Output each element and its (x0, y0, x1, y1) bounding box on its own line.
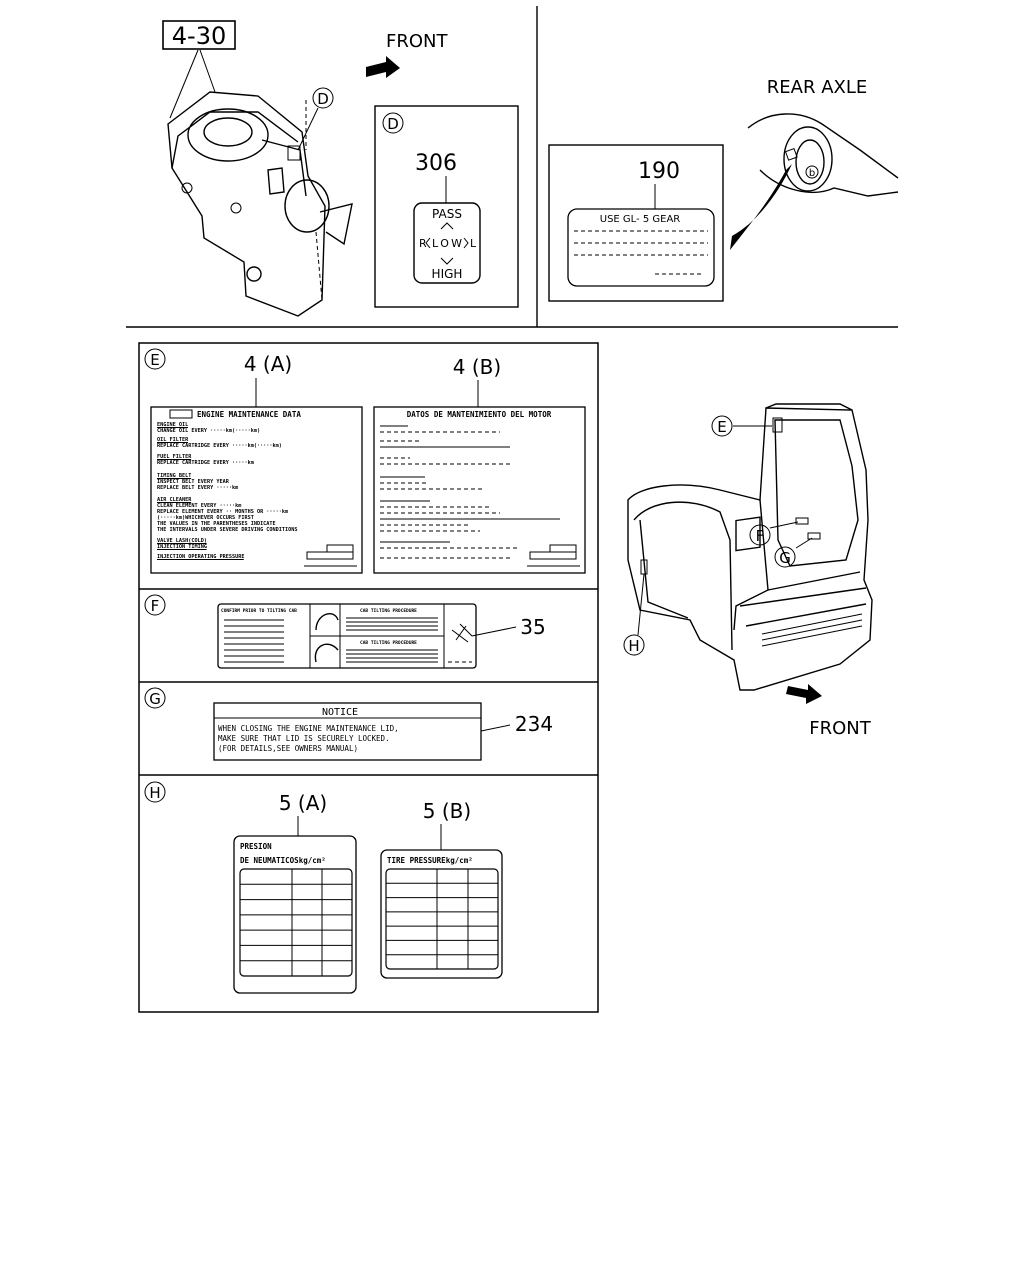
cab-tilt-heading-left: CONFIRM PRIOR TO TILTING CAB (221, 608, 297, 614)
section-f: F CONFIRM PRIOR TO TILTING CAB CAB TILTI… (144, 594, 546, 669)
cab-callout-h: H (628, 637, 639, 655)
label-4b-title: DATOS DE MANTENIMIENTO DEL MOTOR (407, 410, 552, 419)
label-4a-line: REPLACE ELEMENT EVERY ·· MONTHS OR ·····… (157, 509, 288, 515)
label-4a-line: VALVE LASH(COLD) (157, 538, 207, 544)
shift-pattern-label (413, 202, 481, 284)
section-e-letter: E (150, 351, 159, 369)
label-4a-line: FUEL FILTER (157, 454, 192, 460)
rear-axle-label: REAR AXLE (767, 77, 867, 98)
ref-4a: 4 (A) (244, 352, 292, 376)
part-number-306: 306 (415, 151, 457, 176)
callout-d-letter: D (317, 90, 329, 108)
presion-title-1: PRESION (240, 842, 272, 851)
ref-5a: 5 (A) (279, 791, 327, 815)
label-4a-line: REPLACE CARTRIDGE EVERY ·····km (157, 460, 254, 466)
label-4a-line: INSPECT BELT EVERY YEAR (157, 479, 230, 485)
label-4a-line: THE VALUES IN THE PARENTHESES INDICATE (157, 521, 276, 527)
section-h: H 5 (A) 5 (B) PRESION DE NEUMATICOSkg/cm… (144, 781, 503, 994)
l-text: L (470, 237, 477, 250)
label-sections-frame (138, 342, 599, 1013)
label-4a-line: CLEAN ELEMENT EVERY ·····km (157, 503, 241, 509)
label-4a-line: AIR CLEANER (157, 497, 192, 503)
r-text: R (419, 237, 427, 250)
label-4a-line: (·····km)WHICHEVER OCCURS FIRST (157, 515, 254, 521)
section-e: E 4 (A) 4 (B) ENGINE MAINTENANCE DATA EN… (144, 348, 586, 574)
cab-tilt-label (217, 603, 477, 669)
label-4a-line: INJECTION OPERATING PRESSURE (157, 554, 244, 560)
engine-maintenance-label (150, 406, 363, 574)
front-label-top: FRONT (386, 31, 448, 52)
cab-callout-g: G (779, 549, 791, 567)
ref-4b: 4 (B) (453, 355, 501, 379)
label-4a-line: TIMING BELT (157, 473, 191, 479)
cab-tilt-heading-2: CAB TILTING PROCEDURE (360, 640, 417, 646)
tire-pressure-title: TIRE PRESSUREkg/cm² (387, 856, 473, 865)
notice-label (213, 702, 482, 761)
detail-d-letter: D (387, 115, 399, 133)
notice-title: NOTICE (322, 707, 358, 718)
detail-d-box: D 306 PASS HIGH L O W R L (374, 105, 519, 308)
part-ref-box (162, 20, 236, 50)
cab-callout-e: E (717, 418, 726, 436)
section-h-letter: H (149, 784, 160, 802)
high-text: HIGH (432, 267, 463, 281)
part-number-234: 234 (515, 712, 553, 736)
pass-text: PASS (432, 207, 462, 221)
shift-lever-assembly: 4-30 FRONT D (162, 20, 448, 317)
cab-view: E F G H FRONT (623, 403, 873, 739)
front-label-cab: FRONT (809, 718, 871, 739)
label-4a-line: ENGINE OIL (157, 422, 188, 428)
part-ref-4-30: 4-30 (172, 22, 226, 50)
label-4a-title: ENGINE MAINTENANCE DATA (197, 410, 301, 419)
part-number-35: 35 (520, 615, 545, 639)
gear-oil-label-box (548, 144, 724, 302)
notice-line-1: WHEN CLOSING THE ENGINE MAINTENANCE LID, (218, 724, 399, 733)
callout-d-marker (312, 87, 334, 109)
label-4a-line: CHANGE OIL EVERY ·····km(·····km) (157, 428, 260, 434)
label-4a-line: OIL FILTER (157, 437, 189, 443)
tire-pressure-label-es (233, 835, 357, 994)
notice-line-3: (FOR DETAILS,SEE OWNERS MANUAL) (218, 744, 358, 753)
rear-axle-detail: REAR AXLE 190 USE GL- 5 GEAR b (548, 77, 899, 302)
callout-b-letter: b (809, 168, 815, 179)
presion-title-2: DE NEUMATICOSkg/cm² (240, 856, 326, 865)
front-arrow-top-icon (366, 56, 400, 78)
section-g-letter: G (149, 690, 161, 708)
label-4a-line: THE INTERVALS UNDER SEVERE DRIVING CONDI… (157, 527, 298, 533)
tilt-icon-1 (315, 612, 339, 631)
ref-5b: 5 (B) (423, 799, 471, 823)
part-number-190: 190 (638, 159, 680, 184)
label-4a-line: INJECTION TIMING (157, 544, 207, 550)
section-g: G NOTICE WHEN CLOSING THE ENGINE MAINTEN… (144, 687, 553, 761)
notice-line-2: MAKE SURE THAT LID IS SECURELY LOCKED. (218, 734, 390, 743)
tilt-icon-2 (314, 643, 339, 663)
leader-wedge-icon (730, 164, 792, 250)
cab-tilt-heading-1: CAB TILTING PROCEDURE (360, 608, 417, 614)
cab-callout-f: F (756, 527, 765, 545)
warning-symbol-icon (451, 623, 473, 643)
low-text: L O W (432, 237, 462, 250)
label-4a-line: REPLACE CARTRIDGE EVERY ·····km(·····km) (157, 443, 282, 449)
section-f-letter: F (151, 597, 160, 615)
label-4b-lines (380, 425, 560, 559)
front-arrow-cab-icon (786, 684, 822, 704)
tire-pressure-label-en (380, 849, 503, 979)
datos-mantenimiento-label (373, 406, 586, 574)
label-4a-line: REPLACE BELT EVERY ·····km (157, 485, 238, 491)
gear-oil-text: USE GL- 5 GEAR (600, 214, 681, 225)
